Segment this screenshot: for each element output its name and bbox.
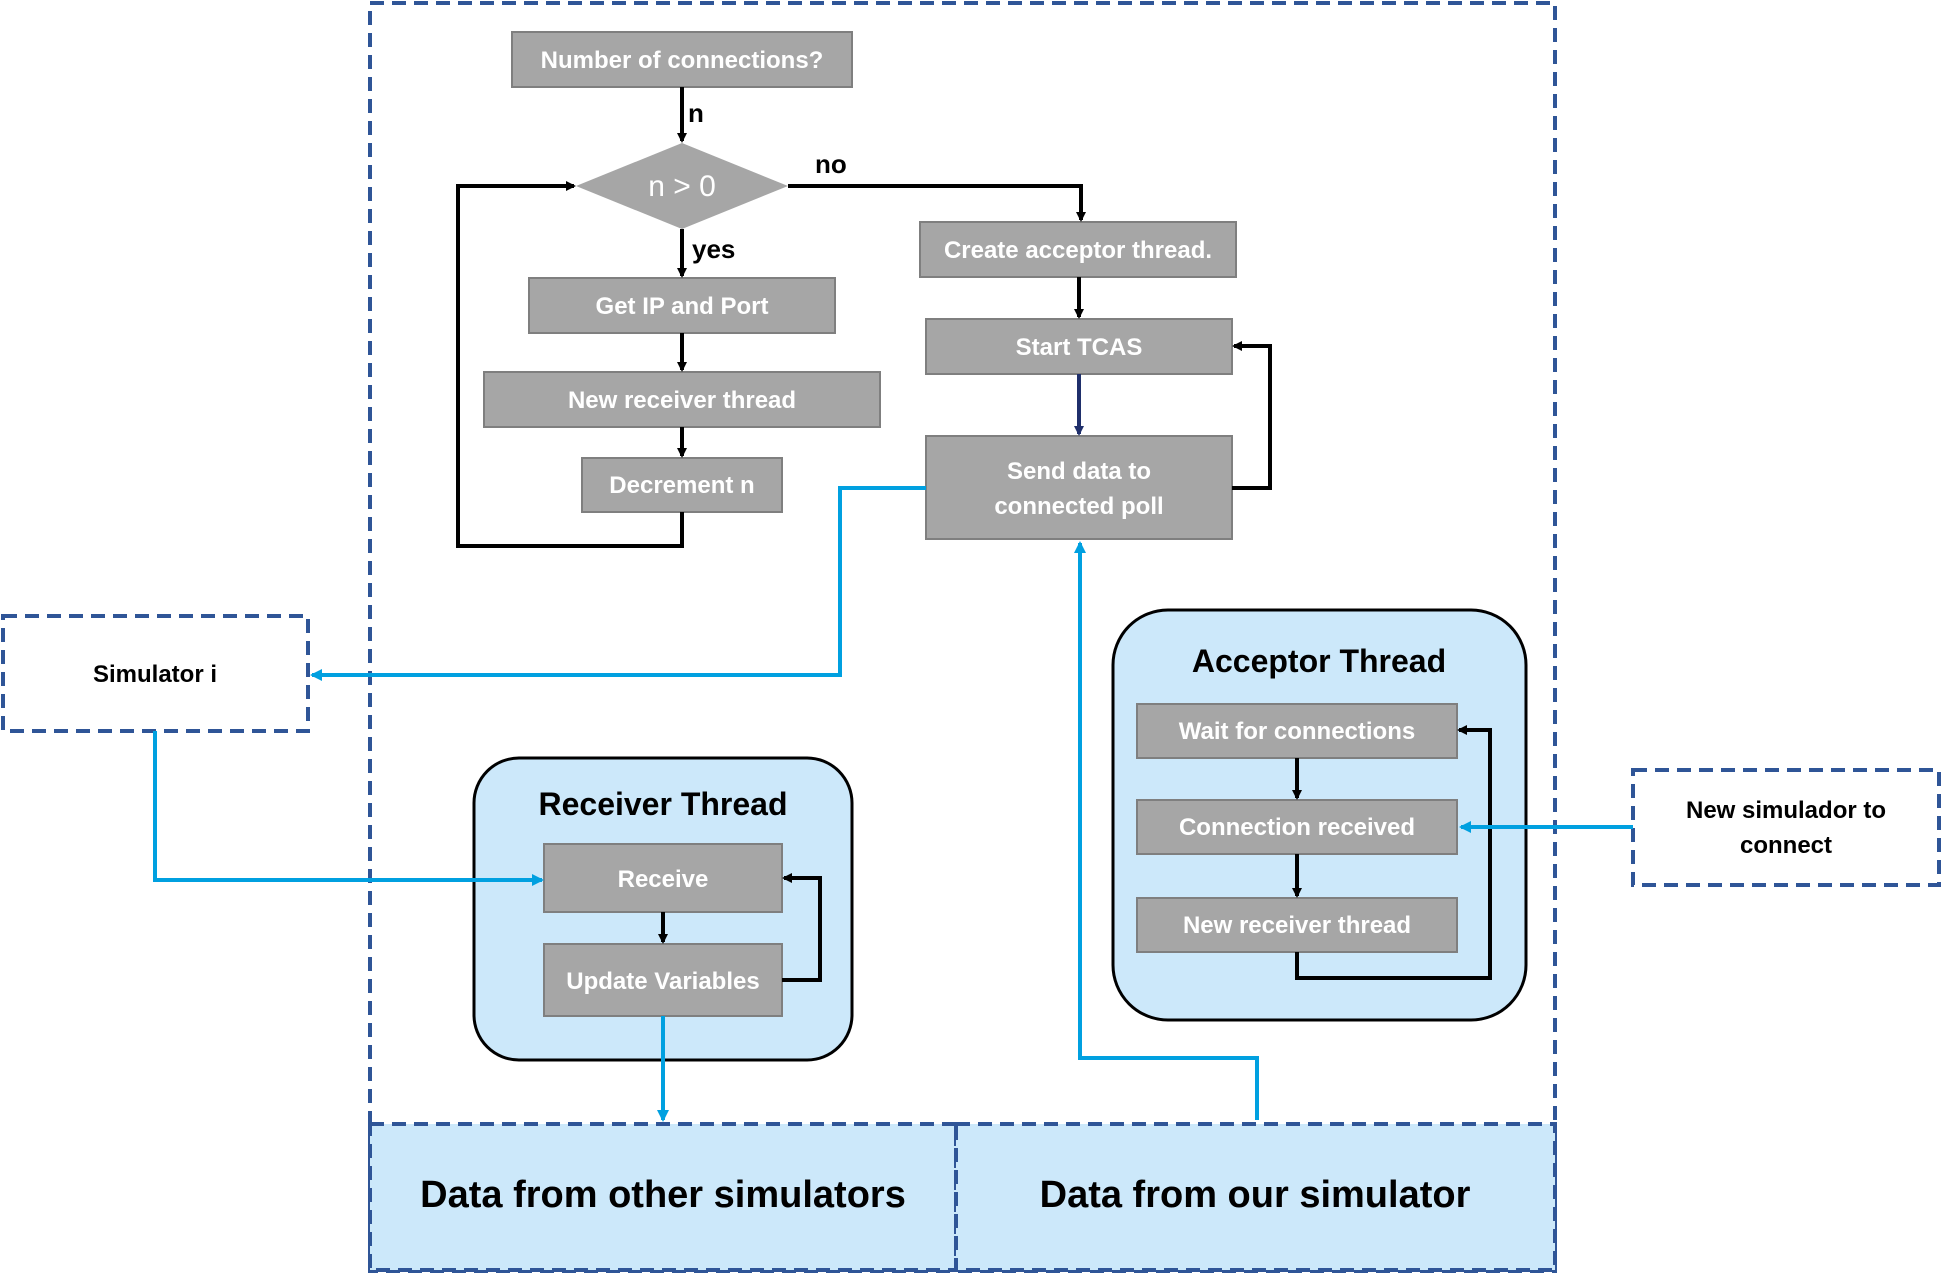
new-receiver-thread-box: New receiver thread [483,371,881,428]
arrow-decrement-loop-back [456,181,684,548]
data-our-simulator-box: Data from our simulator [954,1122,1557,1272]
blue-arrow-send-data-to-simulator-i [310,486,926,681]
blue-arrow-simulator-i-to-receive [153,731,544,886]
data-other-simulators-label: Data from other simulators [420,1174,906,1216]
decrement-n-box: Decrement n [581,457,783,513]
decision-n-gt-0: n > 0 [576,143,788,229]
send-data-box: Send data to connected poll [925,435,1233,540]
start-tcas-box: Start TCAS [925,318,1233,375]
send-data-label-line1: Send data to [1007,458,1151,485]
arrow-decision-no-to-create-acceptor [788,184,1086,222]
create-acceptor-box: Create acceptor thread. [919,221,1237,278]
simulator-i-label: Simulator i [93,661,217,688]
new-receiver-thread-label: New receiver thread [568,387,796,414]
connection-received-label: Connection received [1179,814,1415,841]
new-simulador-label-line2: connect [1740,832,1832,859]
decision-label: n > 0 [648,170,716,203]
arrow-send-data-loop-to-start-tcas [1232,341,1272,490]
connection-received-box: Connection received [1136,799,1458,855]
data-our-simulator-label: Data from our simulator [1040,1174,1471,1216]
main-program-container [368,1,1557,1273]
decrement-n-label: Decrement n [609,472,754,499]
label-yes: yes [692,234,735,264]
arrow-update-loop-to-receive [782,873,822,982]
update-variables-box: Update Variables [543,943,783,1017]
blue-arrow-data-ours-to-send-data [1074,541,1259,1120]
label-n: n [688,98,704,128]
new-simulador-label-line1: New simulador to [1686,797,1886,824]
receive-label: Receive [618,866,709,893]
number-of-connections-box: Number of connections? [511,31,853,88]
acceptor-new-receiver-label: New receiver thread [1183,912,1411,939]
wait-for-connections-label: Wait for connections [1179,718,1415,745]
send-data-label-line2: connected poll [994,493,1163,520]
simulator-i-box: Simulator i [1,614,310,733]
acceptor-thread-container: Acceptor Thread Wait for connections Con… [1111,608,1528,1022]
number-of-connections-label: Number of connections? [541,47,824,74]
receiver-thread-container: Receiver Thread Receive Update Variables [472,756,854,1062]
receiver-thread-title: Receiver Thread [538,786,787,822]
data-other-simulators-box: Data from other simulators [368,1122,958,1272]
wait-for-connections-box: Wait for connections [1136,703,1458,759]
acceptor-thread-title: Acceptor Thread [1192,643,1446,679]
get-ip-port-label: Get IP and Port [596,293,769,320]
create-acceptor-label: Create acceptor thread. [944,237,1212,264]
update-variables-label: Update Variables [566,968,759,995]
start-tcas-label: Start TCAS [1016,334,1143,361]
new-simulador-box: New simulador to connect [1631,768,1941,887]
receive-box: Receive [543,843,783,913]
get-ip-port-box: Get IP and Port [528,277,836,334]
acceptor-new-receiver-box: New receiver thread [1136,897,1458,953]
arrow-acceptor-loop-to-wait [1295,725,1492,980]
label-no: no [815,149,847,179]
